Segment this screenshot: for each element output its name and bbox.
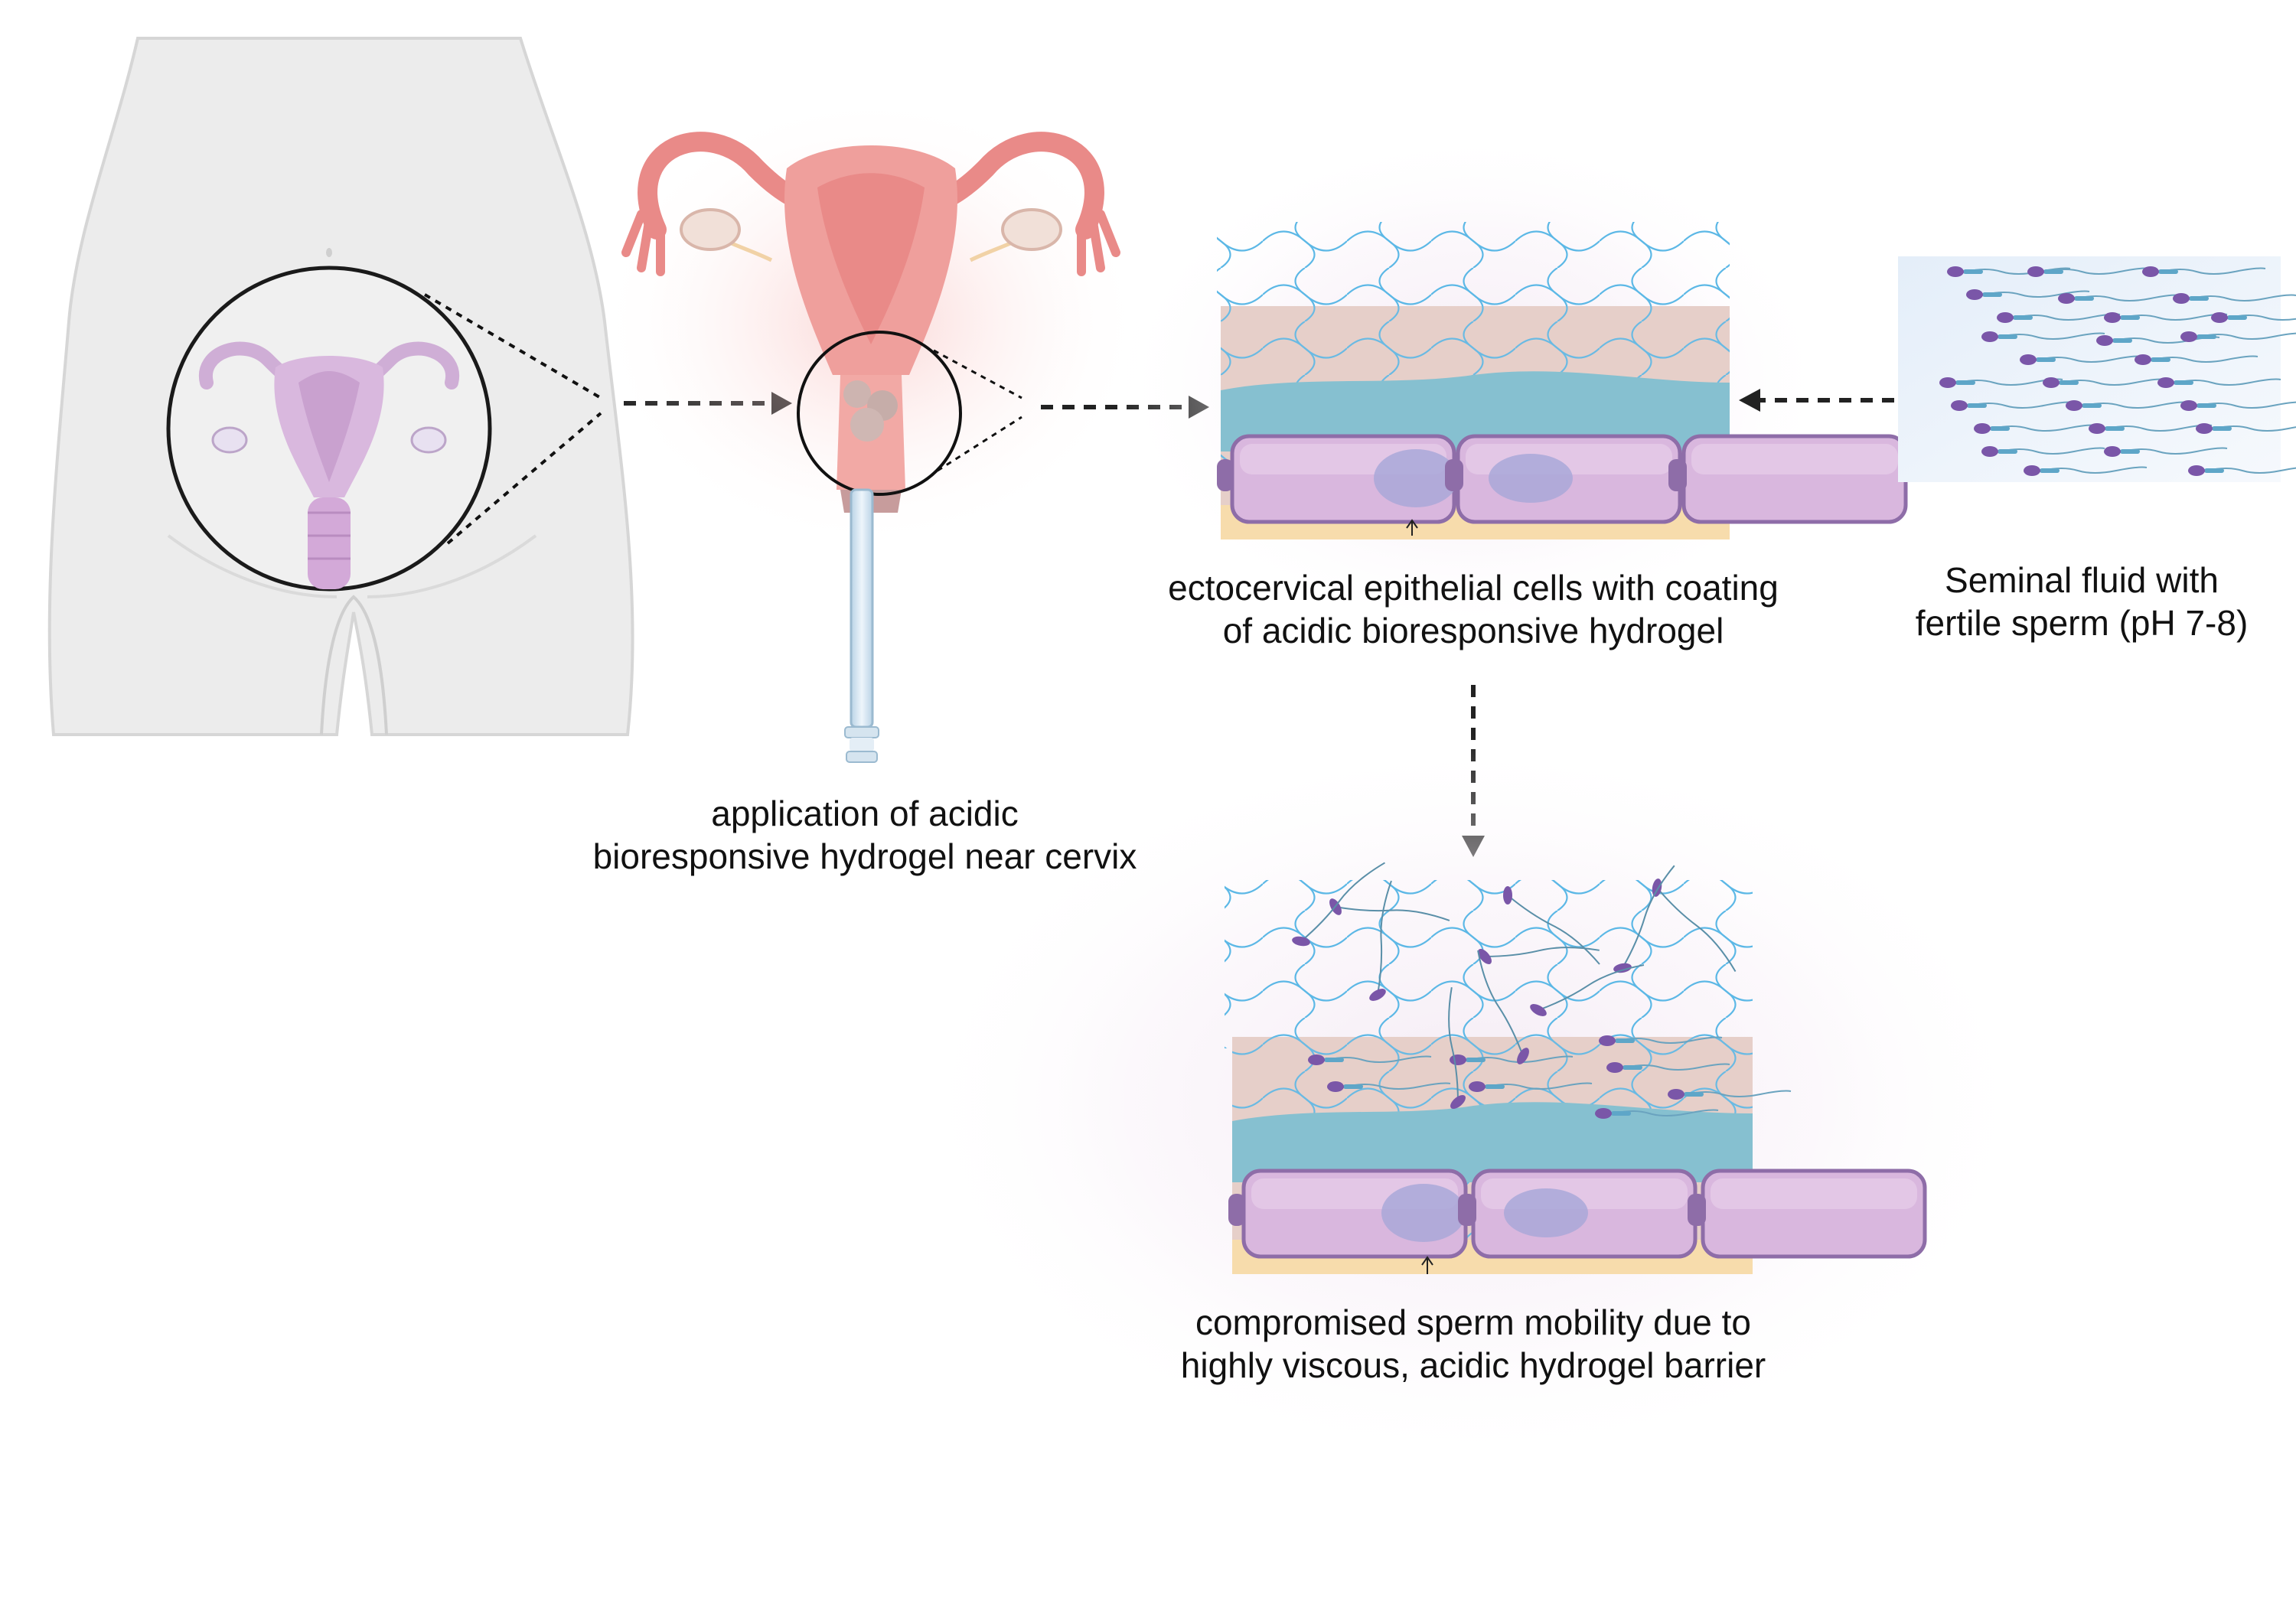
coating-caption-line1: ectocervical epithelial cells with coati… [1168, 568, 1779, 608]
seminal-caption: Seminal fluid with fertile sperm (pH 7-8… [1883, 559, 2281, 644]
applicator-icon [844, 488, 879, 763]
coating-caption-line2: of acidic bioresponsive hydrogel [1222, 611, 1724, 650]
application-caption-line1: application of acidic [711, 794, 1019, 833]
outcome-caption-line1: compromised sperm mobility due to [1195, 1302, 1752, 1342]
pelvis-magnifier [166, 266, 492, 592]
application-caption: application of acidic bioresponsive hydr… [566, 792, 1163, 878]
arrow-from-sperm [1739, 389, 1894, 412]
coating-caption: ectocervical epithelial cells with coati… [1129, 566, 1818, 652]
sperm-panel [1898, 256, 2296, 482]
uterus-small-icon [198, 341, 460, 589]
cervix-magnifier [797, 331, 1022, 496]
application-caption-line2: bioresponsive hydrogel near cervix [592, 836, 1137, 876]
outcome-panel [907, 735, 2040, 1469]
zoom-guide-lines [423, 293, 602, 545]
outcome-caption-line2: highly viscous, acidic hydrogel barrier [1180, 1345, 1766, 1385]
seminal-caption-line1: Seminal fluid with [1945, 560, 2219, 600]
epithelium-coated-panel [1114, 130, 1906, 635]
seminal-caption-line2: fertile sperm (pH 7-8) [1915, 603, 2249, 643]
uterus-icon [595, 92, 1146, 551]
outcome-caption: compromised sperm mobility due to highly… [1148, 1301, 1799, 1387]
